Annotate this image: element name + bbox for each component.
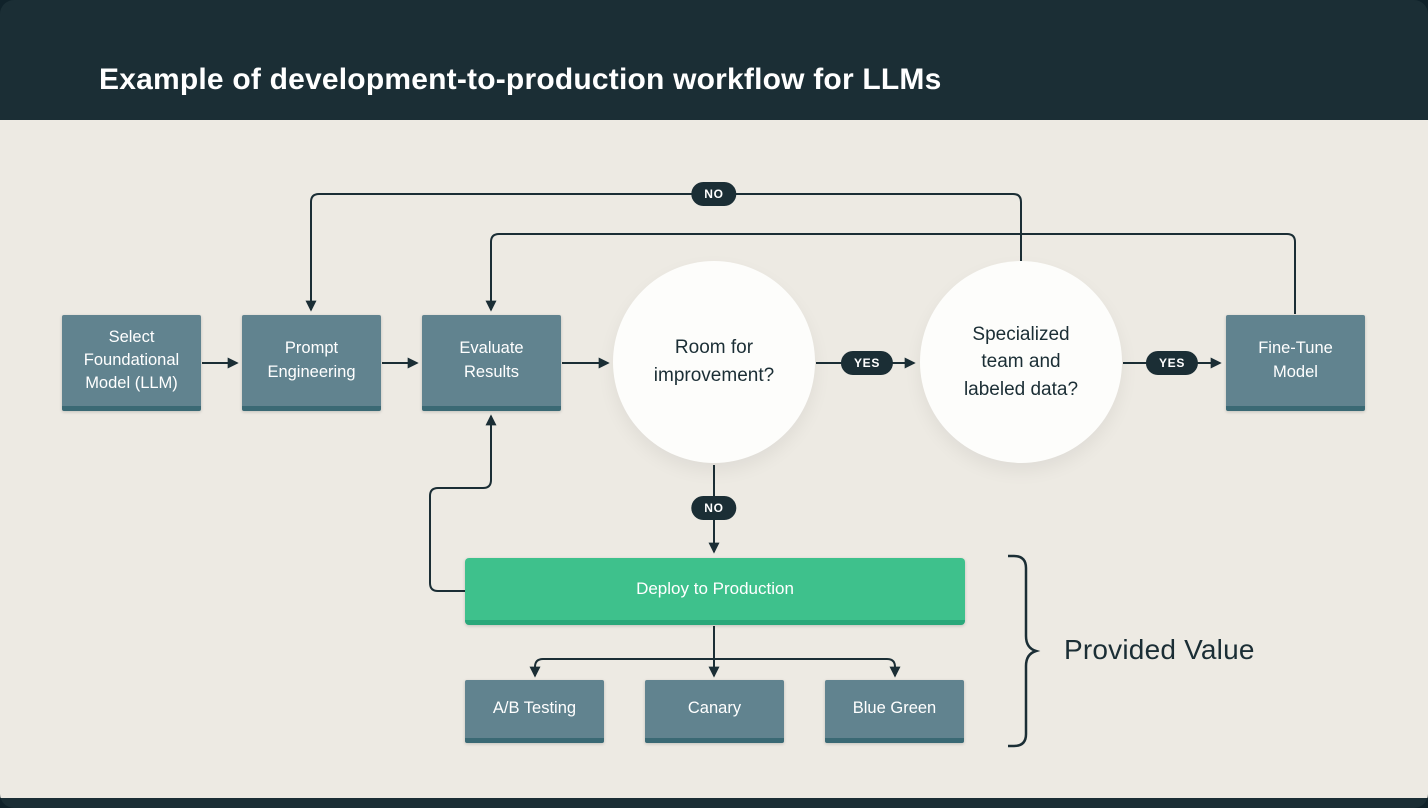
node-room-for-improvement: Room for improvement? [613,261,815,463]
connector-team-no-to-prompt [305,193,1022,312]
node-specialized-team: Specialized team and labeled data? [920,261,1122,463]
node-label-fine-tune-model: Fine-Tune Model [1258,339,1333,381]
provided-value-brace [1008,554,1041,748]
connector-finetune-to-evaluate [485,233,1296,314]
connector-deploy-to-ab-testing [529,658,714,678]
pill-no-deploy: NO [691,496,737,520]
node-label-canary: Canary [687,699,742,718]
node-select-foundational-model: Select Foundational Model (LLM) [62,315,201,411]
node-fine-tune-model: Fine-Tune Model [1226,315,1365,411]
diagram-title: Example of development-to-production wor… [99,63,942,97]
node-label-ab-testing: A/B Testing [492,699,577,718]
connector-deploy-to-evaluate-loop [429,414,497,592]
connector-deploy-to-blue-green [714,658,901,678]
node-label-evaluate-results: Evaluate Results [459,339,524,381]
node-ab-testing: A/B Testing [465,680,604,743]
node-evaluate-results: Evaluate Results [422,315,561,411]
node-label-deploy-to-production: Deploy to Production [636,579,794,599]
pill-no-top: NO [691,182,737,206]
node-label-prompt-engineering: Prompt Engineering [267,339,356,381]
node-label-room-for-improvement: Room for improvement? [653,337,775,386]
node-label-specialized-team: Specialized team and labeled data? [963,323,1079,400]
pill-yes-finetune: YES [1145,351,1199,375]
node-deploy-to-production: Deploy to Production [465,558,965,625]
pill-yes-team: YES [840,351,894,375]
node-label-select-foundational-model: Select Foundational Model (LLM) [83,327,180,393]
node-canary: Canary [645,680,784,743]
node-prompt-engineering: Prompt Engineering [242,315,381,411]
node-label-blue-green: Blue Green [852,699,937,718]
provided-value-label: Provided Value [1064,634,1255,665]
node-blue-green: Blue Green [825,680,964,743]
